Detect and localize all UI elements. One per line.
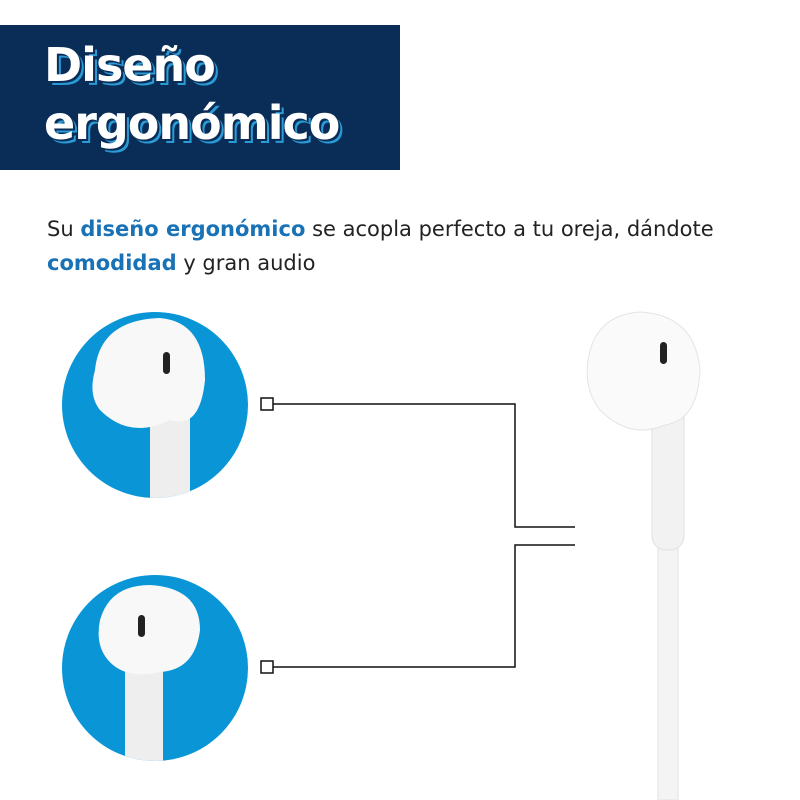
desc-text: Su [47,217,81,241]
detail-circle-top [62,312,248,498]
desc-highlight: diseño ergonómico [80,217,306,241]
page-title: Diseño ergonómico [44,36,340,152]
earbud-image [586,311,701,800]
callout-lines [260,397,575,674]
title-line-1: Diseño [44,38,216,92]
detail-circle-bottom [62,575,248,761]
desc-highlight: comodidad [47,251,177,275]
title-line-2: ergonómico [44,96,340,150]
desc-text: se acopla perfecto a tu oreja, dándote [305,217,714,241]
description: Su diseño ergonómico se acopla perfecto … [47,212,777,280]
desc-text: y gran audio [176,251,316,275]
title-banner [0,25,400,170]
